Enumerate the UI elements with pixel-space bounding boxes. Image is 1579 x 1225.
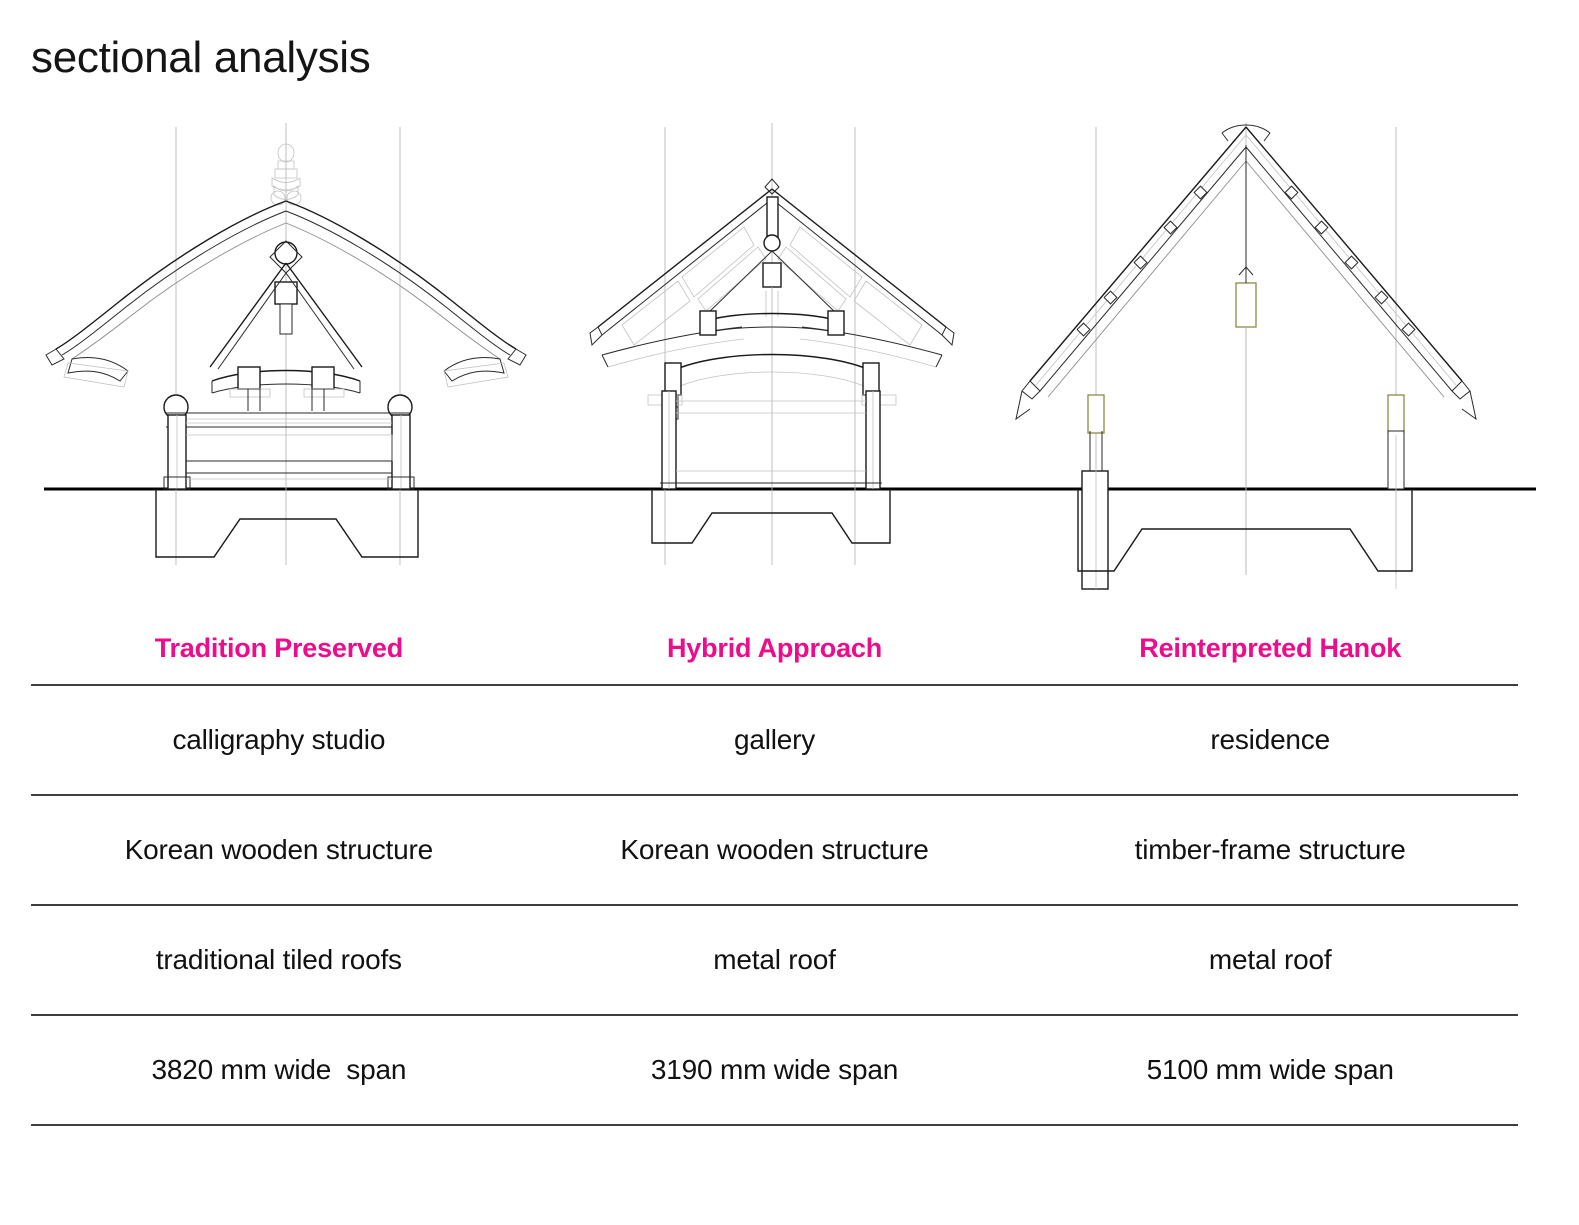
table-rule [31, 1014, 1518, 1016]
column-left [163, 414, 191, 490]
table-rule [31, 1124, 1518, 1126]
cell-program-tradition: calligraphy studio [172, 724, 386, 755]
eave-right [443, 348, 527, 388]
king-post-head [274, 281, 298, 305]
eave-bracket-right [1387, 394, 1405, 434]
ridge-cap [1221, 124, 1271, 134]
cell-program-reinterpreted: residence [1210, 724, 1330, 755]
table-rule [31, 794, 1518, 796]
foundation-plinth [1077, 489, 1413, 572]
sections-drawing-board: .ln{fill:none;stroke:#1a1a1a;stroke-widt… [0, 105, 1579, 595]
table-rule [31, 904, 1518, 906]
foundation-plinth [651, 489, 891, 544]
ridge-purlin [274, 241, 298, 265]
section-hybrid-approach [589, 123, 955, 565]
purlin-blocks-left [1076, 185, 1208, 337]
king-post [766, 196, 779, 238]
joint-block-right [827, 310, 845, 336]
column-right [865, 390, 881, 490]
architectural-sections-svg: .ln{fill:none;stroke:#1a1a1a;stroke-widt… [44, 123, 1536, 590]
table-header-row: Tradition Preserved Hybrid Approach Rein… [31, 612, 1518, 684]
cell-roofing-hybrid: metal roof [713, 944, 836, 975]
cell-span-reinterpreted: 5100 mm wide span [1146, 1054, 1394, 1085]
table-row: calligraphy studio gallery residence [31, 686, 1518, 794]
joint-block-left [237, 366, 261, 390]
king-post-block [762, 262, 782, 288]
section-reinterpreted-hanok [1015, 123, 1477, 590]
column-left [1081, 431, 1109, 590]
eave-bracket-left [1087, 394, 1105, 434]
column-header-reinterpreted: Reinterpreted Hanok [1139, 632, 1402, 663]
cell-structure-reinterpreted: timber-frame structure [1134, 834, 1406, 865]
cell-structure-hybrid: Korean wooden structure [620, 834, 929, 865]
column-header-hybrid: Hybrid Approach [666, 632, 883, 663]
ridge-post [1235, 282, 1257, 328]
table-row: Korean wooden structure Korean wooden st… [31, 796, 1518, 904]
foundation-plinth [155, 489, 419, 558]
eave-left [45, 348, 129, 388]
table-rule [31, 684, 1518, 686]
comparison-table: Tradition Preserved Hybrid Approach Rein… [31, 612, 1518, 1126]
column-header-tradition: Tradition Preserved [154, 632, 403, 663]
king-post [279, 303, 293, 335]
cell-roofing-reinterpreted: metal roof [1208, 944, 1332, 975]
joint-block-right [311, 366, 335, 390]
capital-left [664, 362, 682, 396]
column-right [1387, 430, 1405, 589]
cell-roofing-tradition: traditional tiled roofs [155, 944, 402, 975]
cell-span-tradition: 3820 mm wide span [151, 1054, 407, 1085]
cell-span-hybrid: 3190 mm wide span [650, 1054, 899, 1085]
purlin-blocks-right [1284, 185, 1416, 337]
cell-program-hybrid: gallery [733, 724, 816, 755]
section-tradition-preserved [45, 123, 527, 565]
capital-right [862, 362, 880, 396]
cell-structure-tradition: Korean wooden structure [124, 834, 433, 865]
page-title: sectional analysis [31, 33, 371, 82]
column-left [661, 390, 677, 490]
joint-block-left [699, 310, 717, 336]
table-row: traditional tiled roofs metal roof metal… [31, 906, 1518, 1014]
table-row: 3820 mm wide span 3190 mm wide span 5100… [31, 1016, 1518, 1124]
ridge-finial [270, 143, 302, 206]
